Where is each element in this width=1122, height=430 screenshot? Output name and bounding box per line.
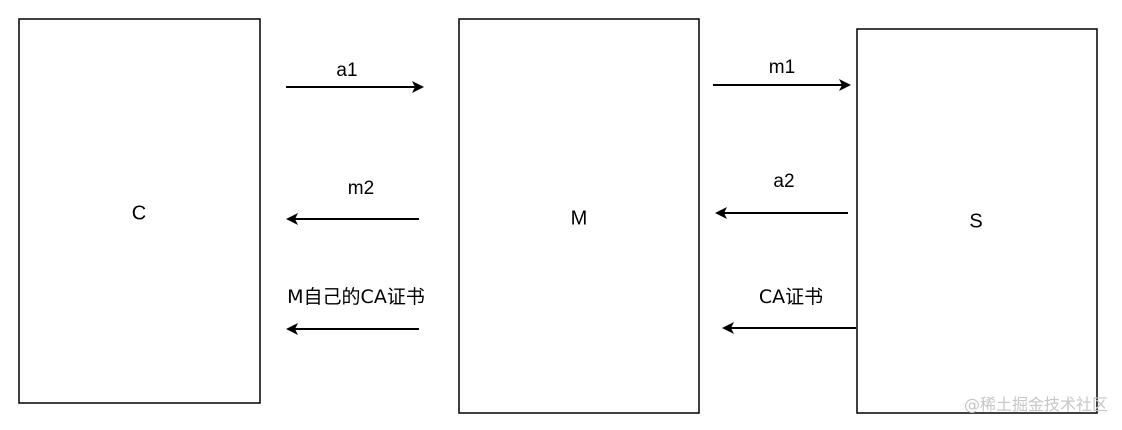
node-middle: M: [458, 18, 700, 414]
edge-m1: m1: [713, 57, 851, 91]
middle-box: [458, 18, 700, 414]
watermark-text: @稀土掘金技术社区: [964, 395, 1108, 414]
edge-a1-label: a1: [336, 60, 357, 81]
edge-a1: a1: [286, 60, 424, 93]
edge-ca-cert-label: CA证书: [759, 286, 823, 308]
edge-a2: a2: [715, 171, 848, 219]
node-client: C: [18, 18, 261, 404]
middle-label: M: [571, 207, 588, 229]
server-box: [856, 28, 1098, 414]
edge-ca-cert: CA证书: [722, 286, 856, 334]
server-label: S: [969, 210, 982, 232]
node-server: S: [856, 28, 1098, 414]
client-box: [18, 18, 261, 404]
edge-m2: m2: [286, 178, 419, 225]
edge-a2-label: a2: [773, 171, 794, 192]
edge-m-cert-label: M自己的CA证书: [287, 286, 425, 308]
client-label: C: [132, 202, 146, 224]
edge-m-cert: M自己的CA证书: [286, 286, 425, 335]
edge-m2-label: m2: [348, 178, 374, 199]
edge-m1-label: m1: [769, 57, 795, 78]
